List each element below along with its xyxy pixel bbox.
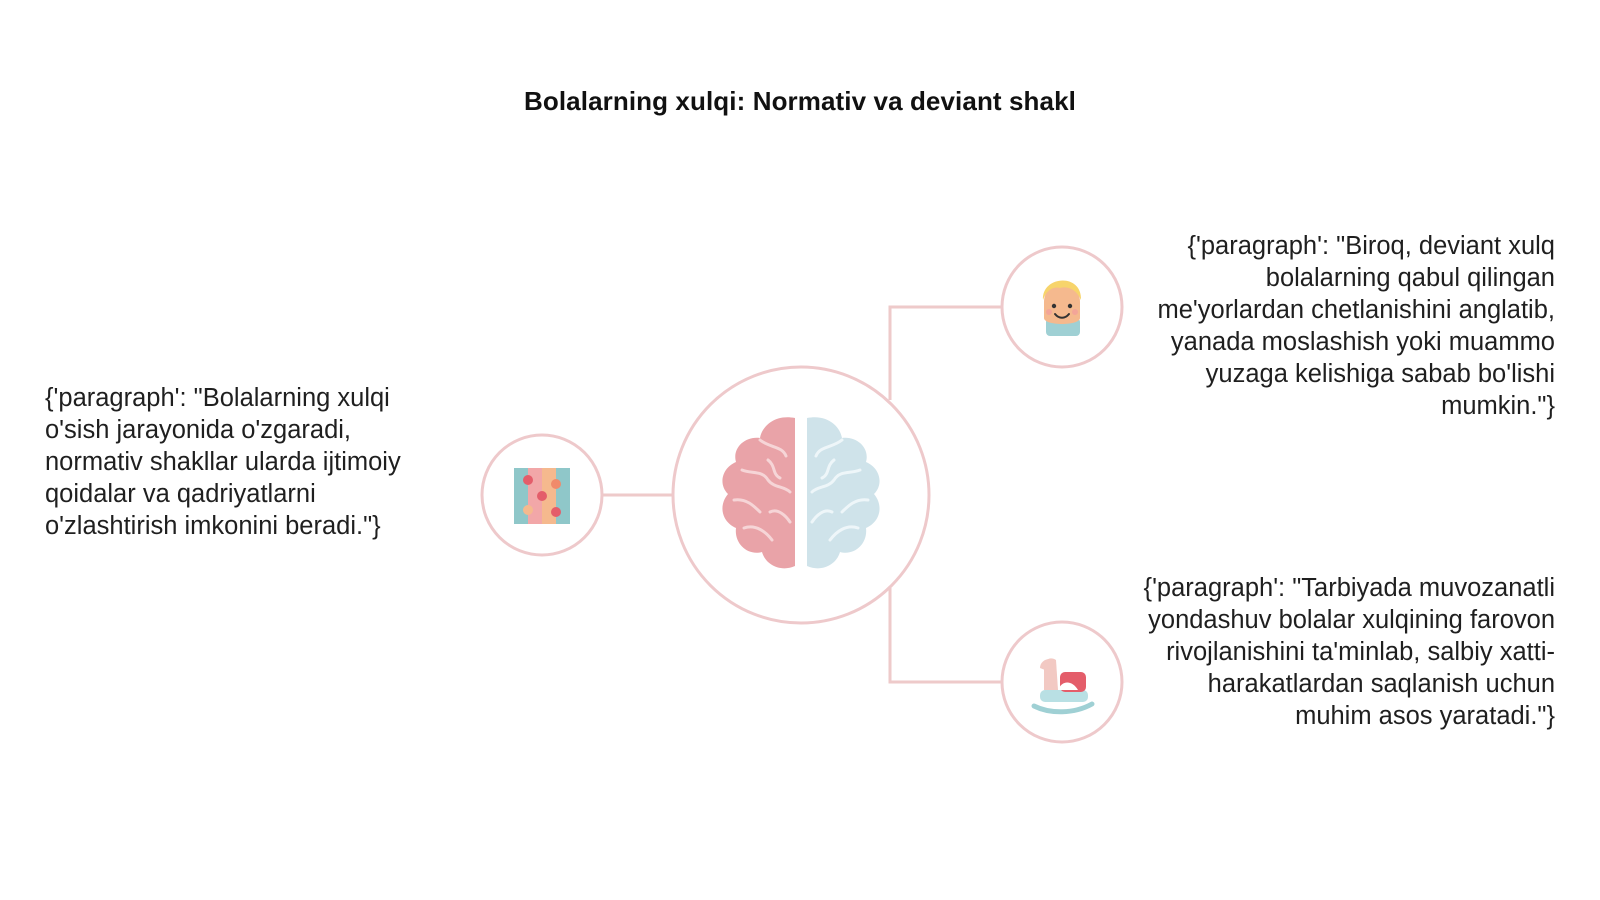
center-circle — [671, 365, 931, 625]
connector-right-bottom — [888, 588, 1002, 684]
page-title: Bolalarning xulqi: Normativ va deviant s… — [524, 86, 1076, 116]
brain-icon — [722, 417, 880, 569]
child-face-icon — [1042, 280, 1082, 336]
left-paragraph: {'paragraph': "Bolalarning xulqi o'sish … — [45, 384, 401, 540]
puzzle-icon — [514, 468, 570, 524]
right-top-node — [1000, 245, 1124, 369]
right-top-paragraph: {'paragraph': "Biroq, deviant xulq bolal… — [1157, 232, 1555, 420]
rocking-horse-icon — [1031, 658, 1095, 715]
connectors — [602, 305, 1002, 684]
right-bottom-node — [1000, 620, 1124, 744]
right-bottom-paragraph: {'paragraph': "Tarbiyada muvozanatli yon… — [1143, 574, 1555, 730]
left-node — [480, 433, 604, 557]
connector-right-top — [888, 305, 1002, 400]
center-node — [671, 365, 931, 625]
